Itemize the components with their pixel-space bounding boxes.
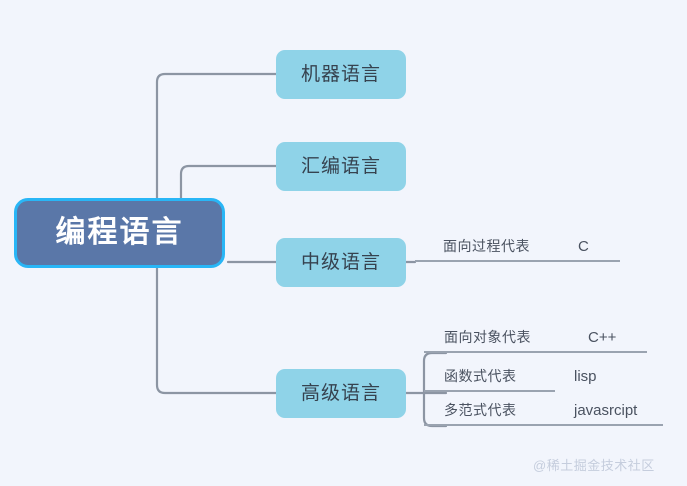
root-node-label: 编程语言 [55, 216, 184, 249]
branch-node-label: 汇编语言 [300, 156, 381, 177]
link-root-high [155, 266, 278, 395]
leaf-label: 函数式代表 [444, 368, 517, 384]
leaf-value: C++ [588, 328, 617, 346]
root-node[interactable]: 编程语言 [14, 198, 225, 268]
leaf-row-multiparadigm[interactable]: 多范式代表 javasrcipt [424, 396, 663, 426]
branch-node-assembly[interactable]: 汇编语言 [276, 142, 406, 191]
leaf-value: C [578, 237, 589, 255]
branch-node-label: 中级语言 [300, 252, 381, 273]
link-root-assembly [179, 164, 278, 200]
watermark: @稀土掘金技术社区 [533, 458, 655, 473]
branch-node-middle[interactable]: 中级语言 [276, 238, 406, 287]
leaf-label: 多范式代表 [444, 402, 517, 418]
leaf-row-procedural[interactable]: 面向过程代表 C [415, 232, 620, 262]
link-high-oo [422, 351, 448, 395]
leaf-row-object-oriented[interactable]: 面向对象代表 C++ [424, 323, 647, 353]
link-root-machine [155, 72, 278, 200]
leaf-row-functional[interactable]: 函数式代表 lisp [424, 362, 597, 392]
branch-node-label: 机器语言 [300, 64, 381, 85]
branch-node-machine[interactable]: 机器语言 [276, 50, 406, 99]
branch-node-high[interactable]: 高级语言 [276, 369, 406, 418]
leaf-label: 面向过程代表 [443, 238, 530, 254]
leaf-value: javasrcipt [574, 401, 638, 419]
leaf-value: lisp [574, 367, 597, 385]
leaf-label: 面向对象代表 [444, 329, 531, 345]
branch-node-label: 高级语言 [300, 383, 381, 404]
